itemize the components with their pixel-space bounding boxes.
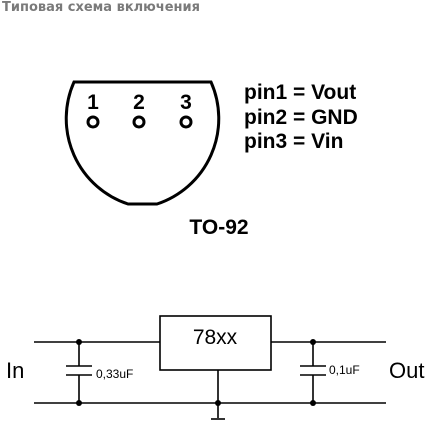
regulator-label: 78xx (193, 326, 238, 349)
pin-number-3: 3 (180, 91, 192, 114)
pin-map-2: pin2 = GND (244, 106, 358, 129)
pin-map-3: pin3 = Vin (244, 130, 343, 153)
pin-map-1: pin1 = Vout (244, 81, 356, 104)
pin-hole-2 (132, 115, 146, 129)
pin-hole-3 (179, 115, 193, 129)
pin-hole-1 (86, 115, 100, 129)
junction-dot-gnd (215, 400, 221, 406)
page-title: Типовая схема включения (2, 0, 200, 15)
pin-number-1: 1 (87, 91, 99, 114)
junction-dot-input-top (76, 339, 82, 345)
input-cap-value: 0,33uF (96, 367, 133, 381)
output-label: Out (389, 358, 424, 383)
regulator-block (159, 315, 272, 371)
input-label: In (6, 358, 24, 383)
junction-dot-input-bottom (76, 400, 82, 406)
junction-dot-output-bottom (310, 400, 316, 406)
pin-number-2: 2 (133, 91, 145, 114)
output-cap-value: 0,1uF (329, 363, 360, 377)
package-name: TO-92 (189, 216, 248, 239)
junction-dot-output-top (310, 339, 316, 345)
to92-outline (64, 80, 221, 206)
to92-package (64, 80, 221, 206)
